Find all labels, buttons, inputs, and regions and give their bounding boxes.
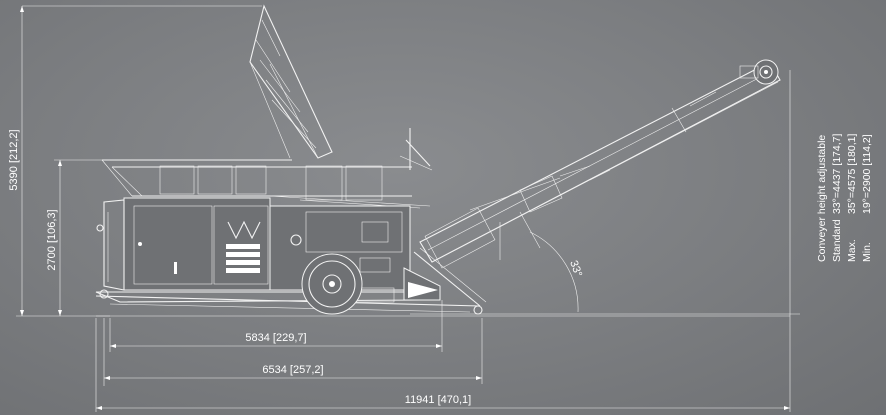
- conveyor-specs: Conveyer height adjustable Standard 33°=…: [816, 134, 873, 262]
- conveyor-angle-label: 33°: [567, 259, 584, 279]
- length-1-label: 5834 [229,7]: [245, 332, 306, 344]
- spec-label-min: Min.: [861, 242, 873, 262]
- length-dimension-2: 6534 [257,2]: [103, 318, 483, 386]
- conveyor-angle-indicator: 33°: [529, 231, 584, 313]
- spec-label-max: Max.: [846, 239, 858, 262]
- length-2-label: 6534 [257,2]: [262, 364, 323, 376]
- spec-value-max: 35°=4575 [180,1]: [846, 134, 858, 214]
- overall-length-label: 11941 [470,1]: [405, 394, 471, 406]
- vent-grille: [226, 220, 261, 273]
- spec-label-standard: Standard: [831, 219, 843, 262]
- conveyor-specs-title: Conveyer height adjustable: [816, 135, 828, 262]
- conveyor-belt: [419, 59, 781, 269]
- spec-value-min: 19°=2900 [114,2]: [861, 134, 873, 214]
- length-dimension-1: 5834 [229,7]: [109, 300, 443, 352]
- hopper-height-label: 2700 [106,3]: [46, 209, 58, 270]
- discharge-unit: [403, 247, 487, 307]
- spec-value-standard: 33°=4437 [174,7]: [831, 134, 843, 214]
- overall-height-label: 5390 [212,2]: [8, 129, 20, 190]
- hopper: [101, 128, 433, 209]
- wheel: [301, 253, 363, 315]
- raised-hopper-flap: [249, 4, 333, 159]
- machine-body: [96, 197, 420, 291]
- overall-length-dimension: 11941 [470,1]: [95, 70, 791, 412]
- overall-height-dimension: 5390 [212,2]: [8, 5, 262, 317]
- hopper-height-dimension: 2700 [106,3]: [46, 159, 130, 316]
